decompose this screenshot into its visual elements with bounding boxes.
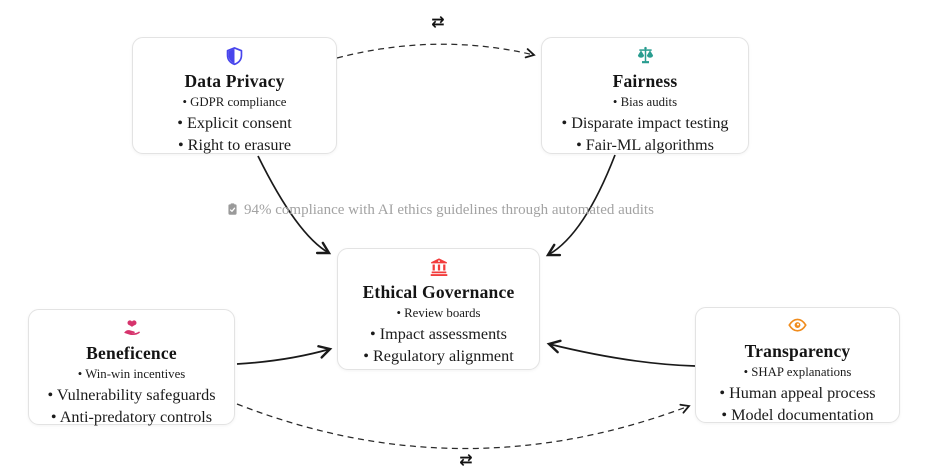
node-item: GDPR compliance	[137, 95, 332, 111]
node-fairness: Fairness Bias audits Disparate impact te…	[541, 37, 749, 154]
node-item: Disparate impact testing	[546, 113, 744, 133]
node-item: Win-win incentives	[33, 367, 230, 383]
node-title: Data Privacy	[184, 71, 285, 91]
node-item: SHAP explanations	[700, 365, 895, 381]
node-items: Review boards Impact assessments Regulat…	[342, 306, 535, 366]
clipboard-check-icon	[228, 203, 237, 215]
node-item: Impact assessments	[342, 324, 535, 344]
edge-beneficence-transparency-dashed	[236, 403, 691, 450]
node-item: Anti-predatory controls	[33, 407, 230, 427]
node-data-privacy: Data Privacy GDPR compliance Explicit co…	[132, 37, 337, 154]
node-item: Human appeal process	[700, 383, 895, 403]
edge-transparency-to-governance	[546, 339, 696, 367]
bidirectional-arrows-icon: ⇄	[459, 450, 473, 469]
bank-icon	[342, 257, 535, 280]
node-item: Right to erasure	[137, 135, 332, 155]
node-item: Fair-ML algorithms	[546, 135, 744, 155]
node-item: Regulatory alignment	[342, 346, 535, 366]
annotation-text: 94% compliance with AI ethics guidelines…	[244, 202, 654, 218]
node-title: Ethical Governance	[362, 282, 515, 302]
node-title: Fairness	[612, 71, 678, 91]
node-title: Beneficence	[86, 343, 177, 363]
node-items: GDPR compliance Explicit consent Right t…	[137, 95, 332, 155]
node-item: Explicit consent	[137, 113, 332, 133]
node-item: Review boards	[342, 306, 535, 322]
node-item: Bias audits	[546, 95, 744, 111]
node-title: Transparency	[744, 341, 851, 361]
node-items: SHAP explanations Human appeal process M…	[700, 365, 895, 425]
node-items: Bias audits Disparate impact testing Fai…	[546, 95, 744, 155]
edge-beneficence-to-governance	[236, 345, 333, 365]
node-beneficence: Beneficence Win-win incentives Vulnerabi…	[28, 309, 235, 427]
node-items: Win-win incentives Vulnerability safegua…	[33, 367, 230, 427]
bidirectional-arrows-icon: ⇄	[431, 12, 445, 31]
node-item: Vulnerability safeguards	[33, 385, 230, 405]
edge-privacy-fairness-dashed	[336, 43, 536, 59]
node-item: Model documentation	[700, 405, 895, 425]
eye-icon	[700, 316, 895, 339]
hand-holding-heart-icon	[33, 318, 230, 341]
node-ethical-governance: Ethical Governance Review boards Impact …	[337, 248, 540, 370]
node-transparency: Transparency SHAP explanations Human app…	[695, 307, 900, 425]
scales-icon	[546, 46, 744, 69]
compliance-annotation: 94% compliance with AI ethics guidelines…	[170, 202, 710, 219]
shield-halved-icon	[137, 46, 332, 69]
